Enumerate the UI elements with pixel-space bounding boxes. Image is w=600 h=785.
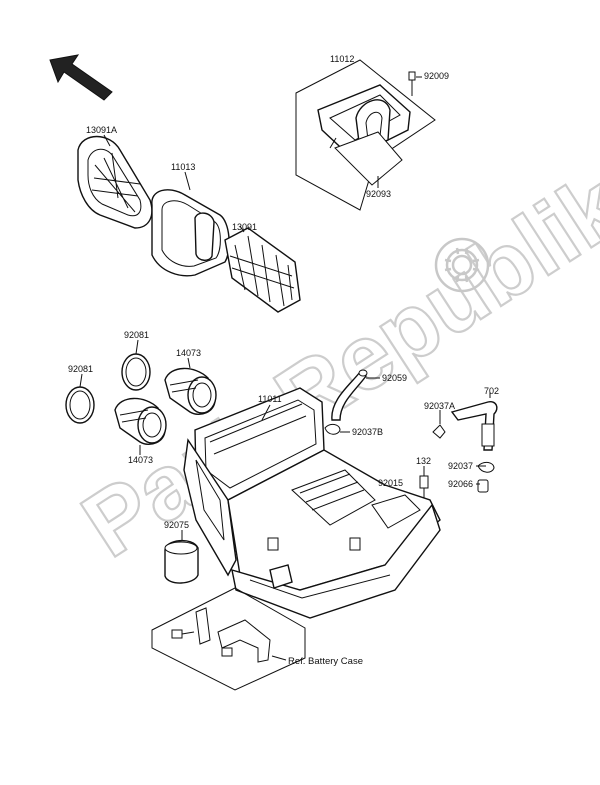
- hose-clip-a: [432, 410, 446, 439]
- part-label-92059: 92059: [382, 373, 407, 383]
- part-label-11012: 11012: [330, 54, 354, 64]
- intake-duct-upper: [164, 357, 217, 416]
- part-label-92093: 92093: [366, 189, 391, 199]
- filter-frame-left: [77, 134, 153, 229]
- arrow-up-left-icon: [49, 54, 113, 101]
- part-label-92081-lower: 92081: [68, 364, 93, 374]
- part-label-92066: 92066: [448, 479, 473, 489]
- clamp-upper: [121, 339, 151, 391]
- part-label-11013: 11013: [171, 162, 195, 172]
- drain-hose: [450, 392, 498, 451]
- clamp-lower: [65, 373, 95, 424]
- part-label-13091a: 13091A: [86, 125, 117, 135]
- hose-clip-b: [324, 423, 350, 435]
- part-label-14073-lower: 14073: [128, 455, 153, 465]
- part-label-92009: 92009: [424, 71, 449, 81]
- part-label-132: 132: [416, 456, 431, 466]
- part-label-92075: 92075: [164, 520, 189, 530]
- gear-icon: [434, 237, 490, 293]
- intake-sleeve: [164, 530, 199, 584]
- intake-duct-lower: [114, 397, 167, 455]
- filter-element: [151, 171, 230, 277]
- part-label-92037a: 92037A: [424, 401, 455, 411]
- part-labels: 11012 92009 92093 13091A 11013 13091 920…: [68, 54, 499, 667]
- part-label-13091: 13091: [232, 222, 257, 232]
- part-label-92015: 92015: [378, 478, 403, 488]
- air-cleaner-housing: [183, 387, 441, 619]
- part-label-11011: 11011: [258, 394, 282, 404]
- part-label-702: 702: [484, 386, 499, 396]
- bolt: [419, 466, 429, 500]
- part-label-92037: 92037: [448, 461, 473, 471]
- breather-hose: [331, 369, 380, 421]
- reference-note: Ref. Battery Case: [288, 656, 363, 667]
- hose-clip: [476, 461, 495, 473]
- part-label-92037b: 92037B: [352, 427, 383, 437]
- plug: [476, 479, 489, 493]
- part-label-14073-upper: 14073: [176, 348, 201, 358]
- battery-case-reference: [151, 587, 306, 691]
- part-label-92081-upper: 92081: [124, 330, 149, 340]
- cover-assembly-group: [295, 59, 436, 211]
- filter-frame-right: [224, 225, 301, 313]
